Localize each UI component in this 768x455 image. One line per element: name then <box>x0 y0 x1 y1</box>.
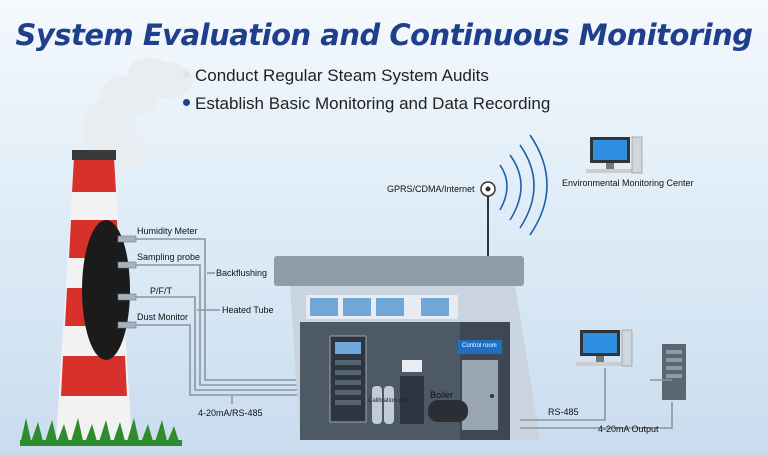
server-icon <box>662 344 686 400</box>
wireless-waves-icon <box>500 135 547 235</box>
label-gprs: GPRS/CDMA/Internet <box>387 184 475 194</box>
label-signal: 4-20mA/RS-485 <box>198 408 263 418</box>
label-dust-monitor: Dust Monitor <box>137 312 188 322</box>
label-sampling-probe: Sampling probe <box>137 252 200 262</box>
label-backflushing: Backflushing <box>216 268 267 278</box>
output-computer-icon <box>576 330 632 366</box>
label-output: 4-20mA Output <box>598 424 659 434</box>
label-pft: P/F/T <box>150 286 172 296</box>
label-boiler: Boiler <box>430 390 453 400</box>
label-humidity-meter: Humidity Meter <box>137 226 198 236</box>
label-heated-tube: Heated Tube <box>222 305 274 315</box>
monitoring-center-computer-icon <box>586 137 642 173</box>
output-lines <box>520 368 672 428</box>
label-calibration: Calibration gas <box>368 398 408 404</box>
label-env-center: Environmental Monitoring Center <box>562 178 694 188</box>
label-control-room: Control room <box>462 343 497 349</box>
label-rs485: RS-485 <box>548 407 579 417</box>
